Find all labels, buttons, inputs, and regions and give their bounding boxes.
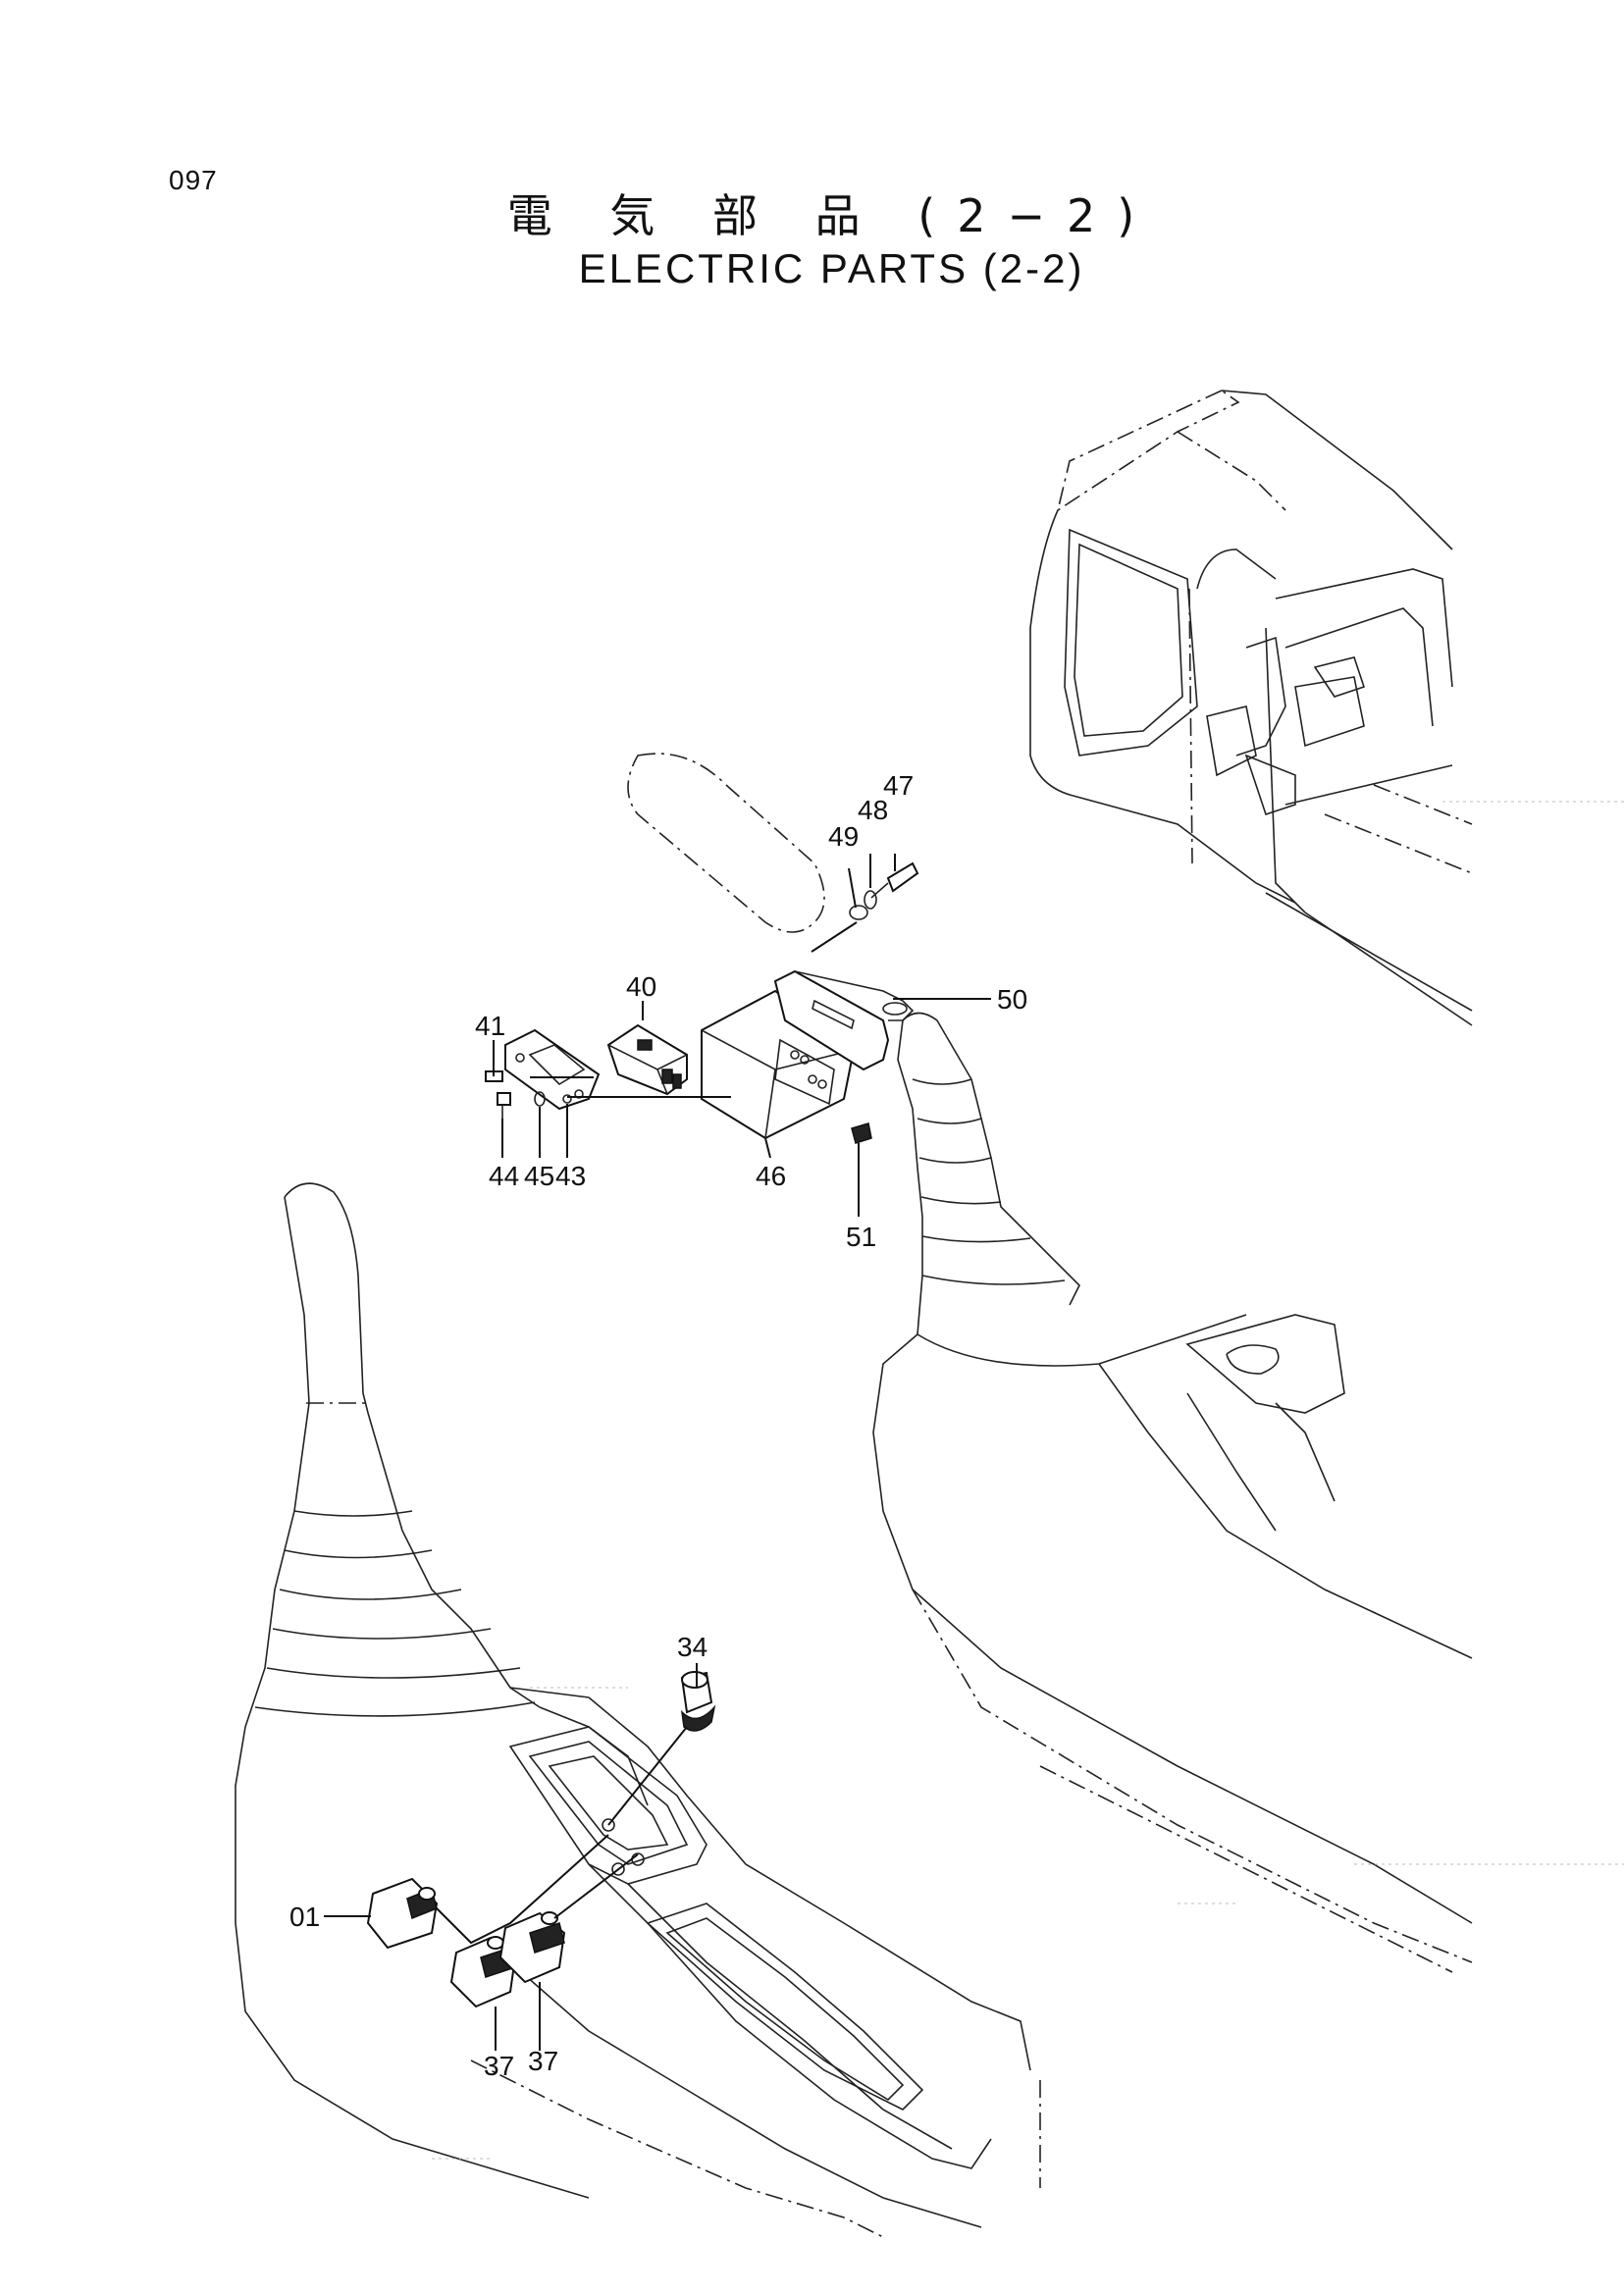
- upper-lever: [627, 753, 825, 933]
- callout-37a: 37: [484, 2051, 514, 2081]
- part-47-bolt: [886, 861, 919, 893]
- part-49-washer: [849, 905, 868, 920]
- callout-40: 40: [626, 971, 656, 1002]
- callout-labels: 01 34 37 37 40 41 43 44 45 46 47 48 49 5…: [289, 770, 1027, 2081]
- part-41-plate: [504, 1028, 601, 1111]
- callout-41: 41: [475, 1011, 505, 1041]
- left-lever-console: [235, 1182, 1236, 2238]
- callout-44: 44: [489, 1161, 519, 1191]
- page-number: 097: [169, 165, 218, 195]
- callout-50: 50: [997, 984, 1027, 1015]
- right-lever-console: [872, 1012, 1624, 1973]
- callout-47: 47: [883, 770, 914, 801]
- callout-49: 49: [828, 821, 859, 852]
- callout-51: 51: [846, 1222, 876, 1252]
- title-block: 電 気 部 品 (2−2) ELECTRIC PARTS (2-2): [0, 188, 1624, 294]
- part-43-nut: [562, 1094, 572, 1104]
- part-45-washer: [534, 1091, 546, 1107]
- callout-01: 01: [289, 1902, 320, 1932]
- title-english: ELECTRIC PARTS (2-2): [578, 245, 1085, 291]
- callout-45: 45: [524, 1161, 554, 1191]
- callout-34: 34: [677, 1632, 707, 1662]
- part-48-washer: [864, 890, 877, 910]
- parts-cluster: [485, 854, 991, 1217]
- switch-cluster: [324, 1663, 716, 2051]
- callout-46: 46: [756, 1161, 786, 1191]
- part-44-screw: [497, 1092, 511, 1106]
- part-51-nut: [851, 1122, 872, 1144]
- callout-37b: 37: [528, 2046, 558, 2076]
- part-50-bracket: [773, 969, 890, 1071]
- callout-48: 48: [858, 795, 888, 825]
- cab-illustration: [1029, 390, 1624, 1026]
- callout-43: 43: [555, 1161, 586, 1191]
- title-japanese: 電 気 部 品 (2−2): [506, 189, 1157, 242]
